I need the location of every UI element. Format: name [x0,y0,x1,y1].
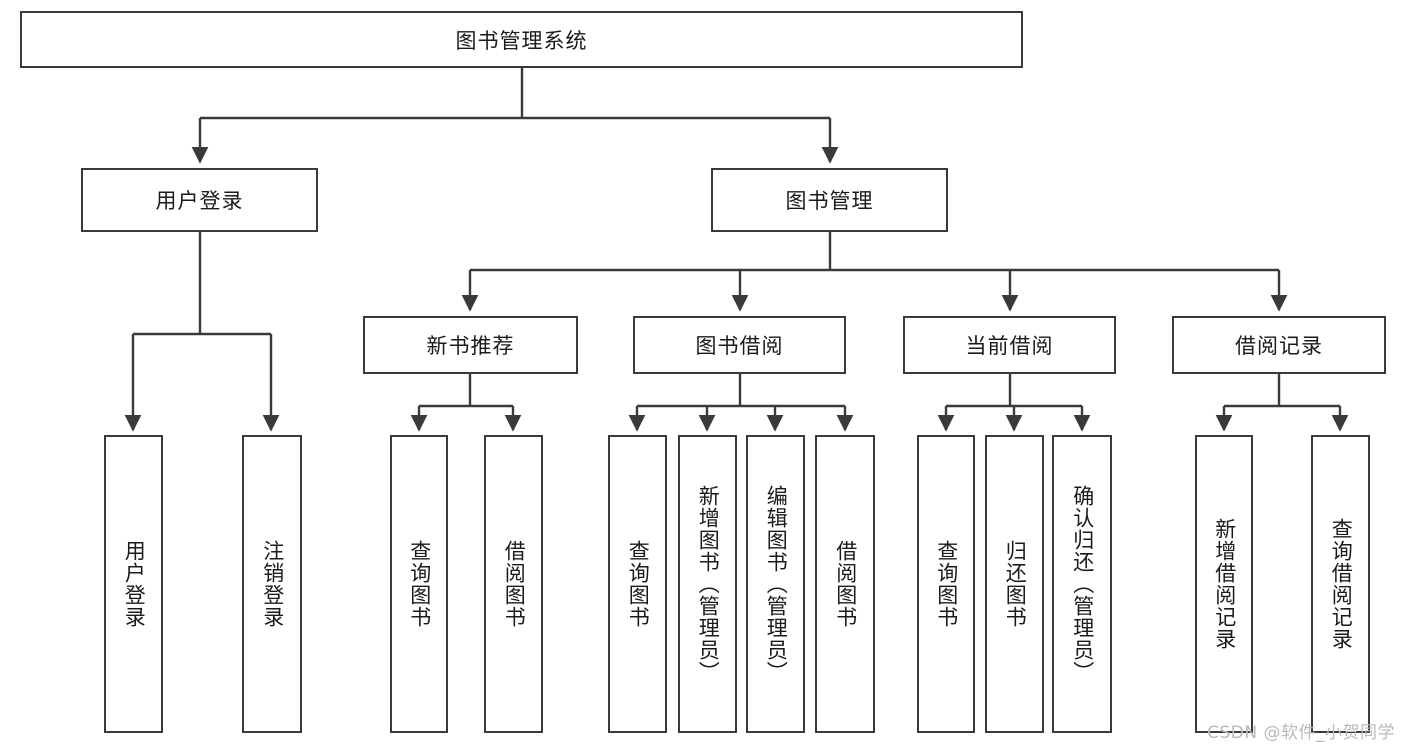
leaf-label: 借阅图书 [833,540,858,628]
leaf-borrow-book[interactable]: 借阅图书 [815,435,875,733]
node-new-book-recommend-label: 新书推荐 [426,334,515,358]
leaf-label: 查询图书 [407,540,432,628]
leaf-query-borrow-record[interactable]: 查询借阅记录 [1311,435,1370,733]
leaf-user-login[interactable]: 用户登录 [104,435,163,733]
leaf-label: 用户登录 [122,540,147,628]
leaf-query-book-borrow[interactable]: 查询图书 [608,435,667,733]
leaf-query-book-newbook[interactable]: 查询图书 [390,435,448,733]
leaf-label: 新增借阅记录 [1212,518,1237,650]
node-new-book-recommend[interactable]: 新书推荐 [363,316,578,374]
leaf-logout[interactable]: 注销登录 [242,435,302,733]
node-user-login-label: 用户登录 [155,189,244,213]
node-book-management-label: 图书管理 [785,189,874,213]
csdn-watermark: CSDN @软件_小贺同学 [1207,723,1395,743]
leaf-label: 借阅图书 [502,540,527,628]
node-book-borrow[interactable]: 图书借阅 [633,316,846,374]
leaf-label: 注销登录 [260,540,285,628]
leaf-label: 查询图书 [934,540,959,628]
leaf-query-book-current[interactable]: 查询图书 [917,435,975,733]
leaf-confirm-return-admin[interactable]: 确认归还（管理员） [1052,435,1112,733]
node-root[interactable]: 图书管理系统 [20,11,1023,68]
leaf-add-book-admin[interactable]: 新增图书（管理员） [678,435,737,733]
leaf-borrow-book-newbook[interactable]: 借阅图书 [484,435,543,733]
node-current-borrow-label: 当前借阅 [965,334,1054,358]
node-borrow-record-label: 借阅记录 [1235,334,1323,358]
leaf-edit-book-admin[interactable]: 编辑图书（管理员） [746,435,805,733]
node-book-borrow-label: 图书借阅 [695,334,784,358]
node-current-borrow[interactable]: 当前借阅 [903,316,1116,374]
leaf-label: 编辑图书（管理员） [764,485,789,683]
leaf-label: 归还图书 [1003,540,1028,628]
node-book-management[interactable]: 图书管理 [711,168,948,232]
node-root-label: 图书管理系统 [455,28,588,53]
leaf-label: 新增图书（管理员） [696,485,721,683]
node-borrow-record[interactable]: 借阅记录 [1172,316,1386,374]
leaf-label: 确认归还（管理员） [1070,485,1095,683]
leaf-label: 查询图书 [626,540,651,628]
node-user-login[interactable]: 用户登录 [81,168,318,232]
leaf-add-borrow-record[interactable]: 新增借阅记录 [1195,435,1253,733]
leaf-return-book[interactable]: 归还图书 [985,435,1044,733]
leaf-label: 查询借阅记录 [1329,518,1354,650]
